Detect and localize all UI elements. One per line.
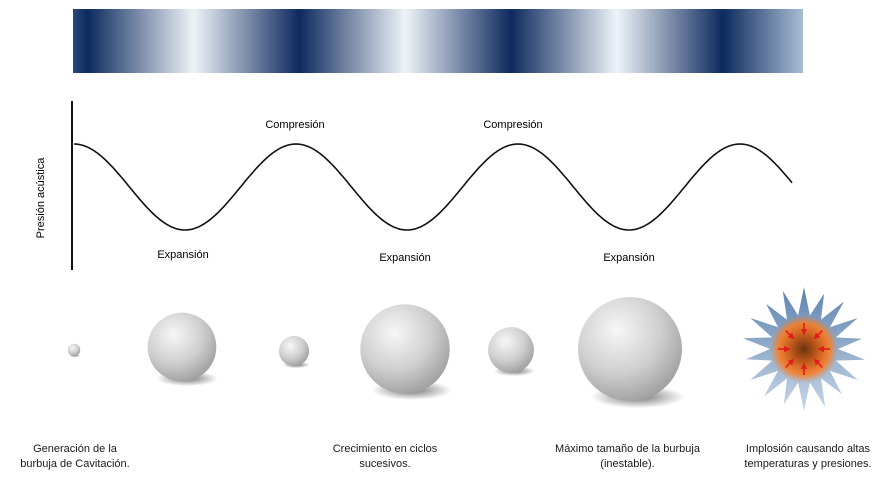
acoustic-pressure-wave	[73, 143, 793, 231]
burst-icon	[742, 287, 866, 411]
bubble-expansion-1	[147, 312, 217, 382]
bubbles-row	[67, 297, 685, 409]
bubble-compression-1	[278, 335, 310, 367]
compression-label-1: Compresión	[265, 119, 324, 131]
implosion-arrow	[813, 358, 823, 368]
bubble-compression-2	[488, 327, 534, 373]
implosion-arrows	[778, 323, 830, 375]
bubble-expansion-2	[360, 304, 450, 394]
expansion-label-2: Expansión	[379, 252, 430, 264]
implosion-arrow	[785, 330, 795, 340]
stage-label-max-size: Máximo tamaño de la burbuja(inestable).	[555, 443, 700, 470]
compression-label-2: Compresión	[483, 119, 542, 131]
bubble-generation	[67, 343, 81, 357]
y-axis-label: Presión acústica	[35, 157, 47, 239]
implosion-arrow	[785, 358, 795, 368]
implosion-arrow	[813, 330, 823, 340]
bubble-max-size	[578, 297, 682, 401]
expansion-label-1: Expansión	[157, 249, 208, 261]
expansion-label-3: Expansión	[603, 252, 654, 264]
pressure-gradient-band	[73, 9, 803, 73]
